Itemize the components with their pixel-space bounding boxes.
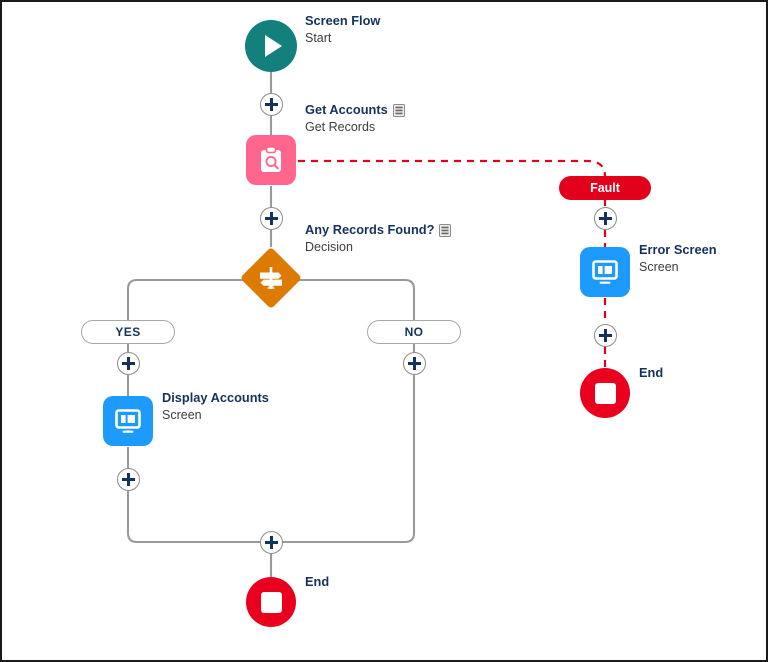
node-end-main-label: End bbox=[305, 574, 329, 590]
node-get-accounts[interactable] bbox=[246, 135, 296, 185]
start-icon-container[interactable] bbox=[245, 20, 297, 72]
end-icon-container[interactable] bbox=[246, 577, 296, 627]
branch-label-yes-text: YES bbox=[115, 325, 141, 339]
node-decision-title: Any Records Found? bbox=[305, 222, 435, 237]
wire-no-to-merge bbox=[280, 375, 416, 544]
fault-badge-text: Fault bbox=[590, 181, 620, 195]
node-end-fault-title: End bbox=[639, 365, 664, 380]
node-display-accounts-subtitle: Screen bbox=[162, 408, 202, 422]
node-start-subtitle: Start bbox=[305, 31, 332, 45]
add-element-button-4[interactable] bbox=[117, 468, 140, 491]
node-display-accounts-title: Display Accounts bbox=[162, 390, 269, 405]
node-end-fault-label: End bbox=[639, 365, 663, 381]
description-badge-icon bbox=[439, 223, 452, 237]
play-icon bbox=[265, 35, 282, 57]
node-get-accounts-subtitle: Get Records bbox=[305, 120, 376, 134]
decision-signpost-icon bbox=[240, 247, 302, 309]
get-records-icon-container[interactable] bbox=[246, 135, 296, 185]
add-element-button-6[interactable] bbox=[260, 531, 283, 554]
screen-icon-container[interactable] bbox=[580, 247, 630, 297]
end-icon-container[interactable] bbox=[580, 368, 630, 418]
node-display-accounts-label: Display Accounts Screen bbox=[162, 390, 269, 424]
node-start-label: Screen Flow Start bbox=[305, 13, 380, 47]
node-error-screen-subtitle: Screen bbox=[639, 260, 679, 274]
wire-fault-from-getaccounts bbox=[298, 159, 607, 177]
wire-display-to-merge bbox=[126, 491, 262, 544]
end-stop-icon bbox=[594, 382, 616, 404]
node-end-main-title: End bbox=[305, 574, 330, 589]
add-element-button-1[interactable] bbox=[260, 93, 283, 116]
branch-label-no[interactable]: NO bbox=[367, 320, 461, 344]
node-get-accounts-title: Get Accounts bbox=[305, 102, 388, 117]
node-error-screen-label: Error Screen Screen bbox=[639, 242, 717, 276]
add-element-button-5[interactable] bbox=[403, 352, 426, 375]
branch-label-no-text: NO bbox=[404, 325, 424, 339]
node-error-screen-title: Error Screen bbox=[639, 242, 717, 257]
node-get-accounts-label: Get Accounts Get Records bbox=[305, 102, 405, 136]
add-element-button-8[interactable] bbox=[594, 324, 617, 347]
screen-monitor-icon bbox=[592, 260, 618, 284]
node-start[interactable] bbox=[245, 20, 297, 72]
branch-label-yes[interactable]: YES bbox=[81, 320, 175, 344]
add-element-button-7[interactable] bbox=[594, 207, 617, 230]
node-decision[interactable] bbox=[239, 246, 303, 310]
description-badge-icon bbox=[392, 103, 405, 117]
node-end-fault[interactable] bbox=[580, 368, 630, 418]
node-error-screen[interactable] bbox=[580, 247, 630, 297]
add-element-button-3[interactable] bbox=[117, 352, 140, 375]
get-records-icon bbox=[261, 146, 281, 172]
node-end-main[interactable] bbox=[246, 577, 296, 627]
wire-decision-to-no bbox=[291, 278, 416, 320]
node-decision-subtitle: Decision bbox=[305, 240, 353, 254]
node-decision-label: Any Records Found? Decision bbox=[305, 222, 452, 256]
screen-icon-container[interactable] bbox=[103, 396, 153, 446]
decision-icon-container[interactable] bbox=[239, 246, 303, 310]
add-element-button-2[interactable] bbox=[260, 207, 283, 230]
wire-decision-to-yes bbox=[126, 278, 251, 320]
fault-badge[interactable]: Fault bbox=[559, 176, 651, 200]
node-start-title: Screen Flow bbox=[305, 13, 381, 28]
end-stop-icon bbox=[260, 591, 282, 613]
node-display-accounts[interactable] bbox=[103, 396, 153, 446]
screen-monitor-icon bbox=[115, 409, 141, 433]
